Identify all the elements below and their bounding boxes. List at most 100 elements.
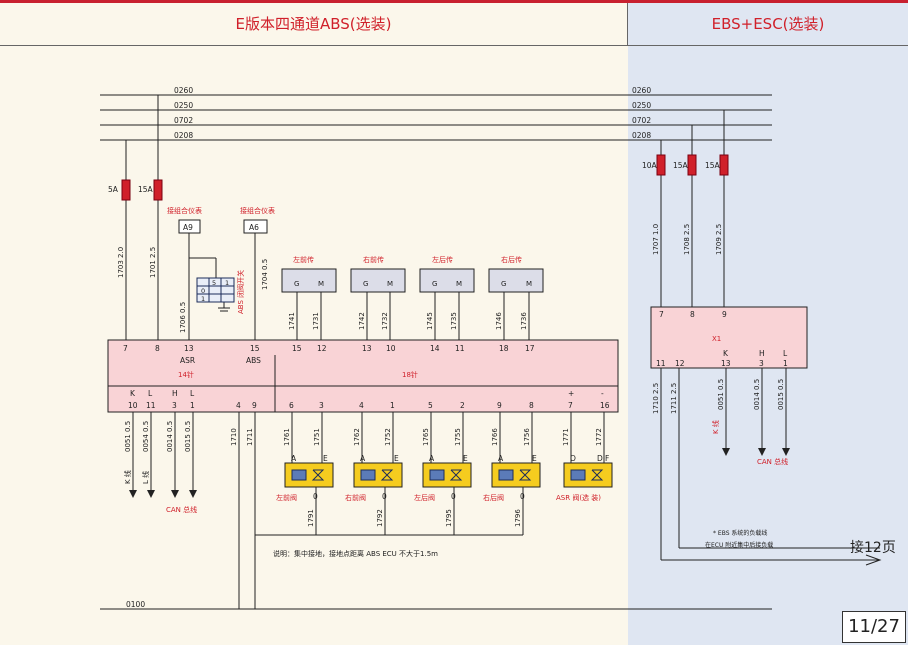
sensor-m: M bbox=[387, 280, 393, 288]
ebs-note: * EBS 系统的负载线 bbox=[713, 529, 767, 537]
valve-e: E bbox=[532, 454, 537, 463]
ecu-pin: 3 bbox=[172, 401, 177, 410]
bus-label: 0208 bbox=[174, 131, 193, 140]
ebs-pin: 1 bbox=[783, 359, 788, 368]
wire-label: 1761 bbox=[283, 428, 291, 446]
valve-symbol-icons bbox=[311, 469, 604, 481]
wire-label: 1703 2.0 bbox=[117, 247, 125, 278]
wire-label: 1756 bbox=[523, 428, 531, 446]
valve-a: A bbox=[429, 454, 435, 463]
ecu-pin: 4 bbox=[359, 401, 364, 410]
fuse-label: 15A bbox=[138, 185, 154, 194]
connector-code: A6 bbox=[249, 223, 259, 232]
grounding-note: 说明：集中接地，接地点距离 ABS ECU 不大于1.5m bbox=[273, 549, 438, 558]
ecu-letter: L bbox=[190, 389, 195, 398]
ebs-pin: 13 bbox=[721, 359, 731, 368]
wire-label: 1735 bbox=[450, 312, 458, 330]
wire-label: 1710 bbox=[230, 428, 238, 446]
wire-label: 1711 2.5 bbox=[670, 383, 678, 414]
wire-label: 1751 bbox=[313, 428, 321, 446]
ebs-pin: 7 bbox=[659, 310, 664, 319]
valve-name: ASR 阀(选 装) bbox=[556, 493, 601, 502]
ecu-18pin-label: 18针 bbox=[402, 370, 418, 379]
ebs-letter: K bbox=[723, 349, 729, 358]
wire-label: 1791 bbox=[307, 509, 315, 527]
ecu-pin: 10 bbox=[128, 401, 138, 410]
wire-label: 1765 bbox=[422, 428, 430, 446]
ecu-pin: 15 bbox=[292, 344, 302, 353]
ebs-box-label: X1 bbox=[712, 335, 721, 343]
ebs-letter: H bbox=[759, 349, 765, 358]
ecu-pin: 3 bbox=[319, 401, 324, 410]
wire-label: 1741 bbox=[288, 312, 296, 330]
asr-label: ASR bbox=[180, 356, 195, 365]
sensor-boxes bbox=[281, 268, 544, 293]
ecu-pin: 6 bbox=[289, 401, 294, 410]
ecu-letter: L bbox=[148, 389, 153, 398]
sensor-name: 右前传 bbox=[363, 255, 384, 264]
fuse-label: 5A bbox=[108, 185, 119, 194]
connector-note: 接组合仪表 bbox=[240, 206, 275, 215]
ecu-plus: + bbox=[568, 389, 574, 398]
sensor-m: M bbox=[456, 280, 462, 288]
valve-a: A bbox=[291, 454, 297, 463]
switch-code: 1 bbox=[201, 295, 205, 303]
ebs-can-label: CAN 总线 bbox=[757, 457, 788, 466]
wire-label: 1704 0.5 bbox=[261, 259, 269, 290]
wire-label: 1706 0.5 bbox=[179, 302, 187, 333]
switch-code: 5 bbox=[212, 279, 216, 287]
abs-section-title: E版本四通道ABS(选装) bbox=[0, 3, 628, 46]
fuse-label: 15A bbox=[673, 161, 689, 170]
ecu-pin: 9 bbox=[252, 401, 257, 410]
valve-e: DIF bbox=[597, 454, 609, 463]
wire-label: 1746 bbox=[495, 312, 503, 330]
valve-a: A bbox=[498, 454, 504, 463]
sensor-g: G bbox=[501, 280, 506, 288]
valve-boxes bbox=[284, 462, 613, 488]
ecu-pin: 11 bbox=[146, 401, 156, 410]
wire-label: 0014 0.5 bbox=[753, 379, 761, 410]
wire-label: 0014 0.5 bbox=[166, 421, 174, 452]
ecu-pin: 13 bbox=[184, 344, 194, 353]
ebs-k-label: K 线 bbox=[711, 420, 720, 434]
valve-name: 右前阀 bbox=[345, 493, 366, 502]
ecu-pin: 7 bbox=[568, 401, 573, 410]
wire-label: 1762 bbox=[353, 428, 361, 446]
bus-line-label: K 线 bbox=[123, 470, 132, 484]
ground-bus-label: 0100 bbox=[126, 600, 145, 609]
sensor-g: G bbox=[294, 280, 299, 288]
ecu-pin: 4 bbox=[236, 401, 241, 410]
ecu-pin: 16 bbox=[600, 401, 610, 410]
wire-label: 1795 bbox=[445, 509, 453, 527]
wire-label: 1710 2.5 bbox=[652, 383, 660, 414]
valve-e: E bbox=[463, 454, 468, 463]
ecu-pin: 18 bbox=[499, 344, 509, 353]
sensor-name: 左前传 bbox=[293, 255, 314, 264]
continue-arrow bbox=[865, 554, 882, 566]
valve-e: E bbox=[323, 454, 328, 463]
abs-ecu bbox=[107, 339, 619, 413]
wire-label: 1796 bbox=[514, 509, 522, 527]
valve-a: O bbox=[570, 454, 576, 463]
connector-a6 bbox=[243, 219, 268, 234]
sensor-m: M bbox=[318, 280, 324, 288]
wire-label: 0051 0.5 bbox=[124, 421, 132, 452]
valve-zero: 0 bbox=[520, 492, 525, 501]
wire-label: 1755 bbox=[454, 428, 462, 446]
valve-name: 右后阀 bbox=[483, 493, 504, 502]
wire-label: 1752 bbox=[384, 428, 392, 446]
ebs-letter: L bbox=[783, 349, 788, 358]
bus-label: 0702 bbox=[174, 116, 193, 125]
wire-label: 0054 0.5 bbox=[142, 421, 150, 452]
connector-note: 接组合仪表 bbox=[167, 206, 202, 215]
switch-code: 1 bbox=[225, 279, 229, 287]
wire-label: 1701 2.5 bbox=[149, 247, 157, 278]
connector-code: A9 bbox=[183, 223, 193, 232]
bus-label: 0250 bbox=[632, 101, 651, 110]
continue-page-label: 接12页 bbox=[850, 539, 896, 556]
wire-label: 1709 2.5 bbox=[715, 224, 723, 255]
ebs-section-title: EBS+ESC(选装) bbox=[628, 3, 908, 46]
valve-a: A bbox=[360, 454, 366, 463]
bus-label: 0260 bbox=[174, 86, 193, 95]
